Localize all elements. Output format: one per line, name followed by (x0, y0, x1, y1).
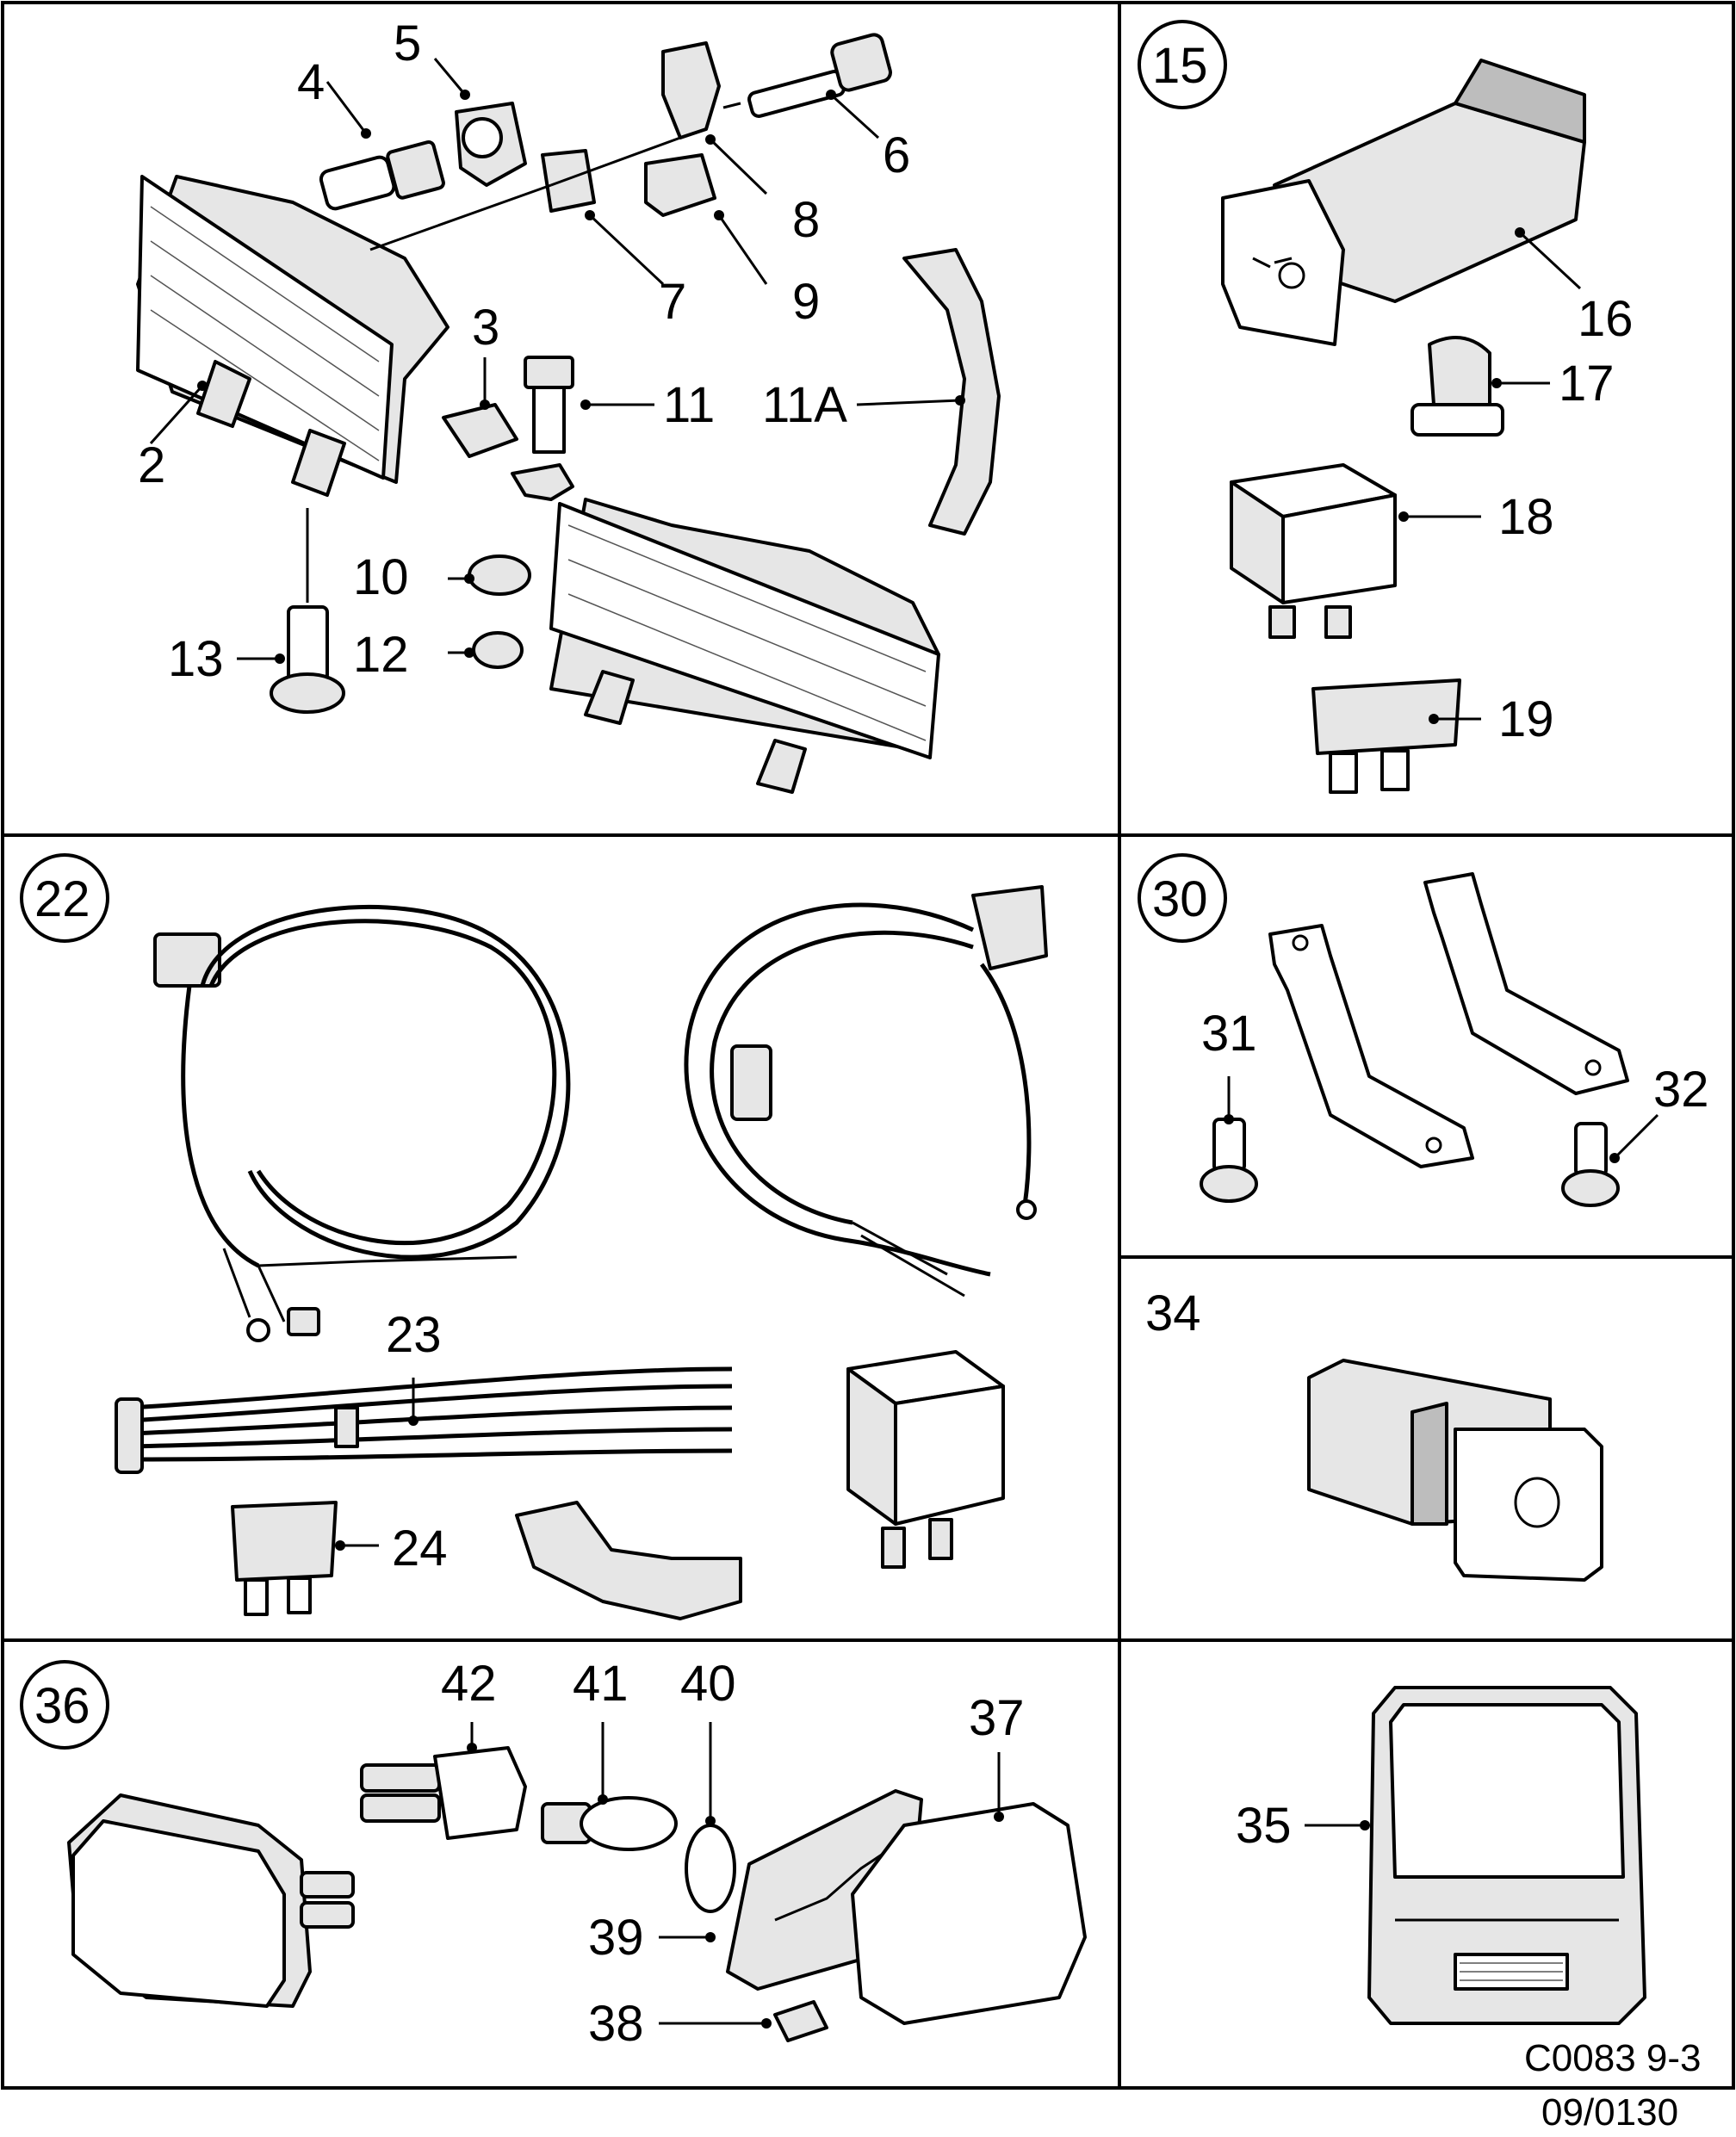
wedge-bulb (541, 1796, 678, 1851)
nut-clip (442, 403, 518, 458)
bracket-clip (661, 41, 721, 139)
lamp-bracket (511, 463, 574, 501)
callouts-headlamp: 2 3 4 5 6 7 8 9 10 11 11A 12 13 (138, 15, 910, 687)
leaders-wiring-kit (335, 1378, 418, 1551)
bulb-socket (360, 1746, 527, 1840)
callouts-bracket-kit: 31 32 (1201, 1006, 1709, 1118)
side-lamp-left (67, 1793, 355, 2008)
callout-13: 13 (168, 631, 224, 687)
callout-8: 8 (792, 192, 820, 248)
panel-side-lamp: 36 (20, 1656, 1087, 2052)
clip (541, 149, 596, 213)
wiring-harness-right (684, 885, 1048, 1298)
callout-34: 34 (1145, 1285, 1201, 1341)
fuse-blade (1311, 678, 1461, 794)
fog-lamp-left (136, 175, 450, 497)
relay (1230, 463, 1397, 639)
wiring-harness-left (153, 905, 571, 1342)
callout-4: 4 (297, 54, 325, 110)
callout-12: 12 (353, 627, 409, 683)
panel-switch-kit: 15 (1138, 20, 1634, 794)
grommet (468, 554, 531, 596)
panel-bracket-kit: 30 31 32 (1138, 853, 1709, 1207)
seal-ring (685, 1824, 736, 1913)
group-number-22: 22 (34, 871, 90, 927)
switch-cover (1367, 1686, 1646, 2025)
fog-light-switch (1221, 59, 1586, 346)
callout-7: 7 (659, 274, 686, 330)
lamp-clip (773, 2000, 828, 2042)
callout-11a: 11A (762, 377, 847, 433)
bracket-right (1423, 872, 1629, 1095)
cable-ties (115, 1366, 733, 1474)
date-code: 09/0130 (1541, 2091, 1678, 2133)
callout-16: 16 (1578, 291, 1634, 347)
fog-lamp-right (549, 498, 940, 794)
callout-5: 5 (394, 15, 421, 71)
callout-18: 18 (1498, 489, 1554, 545)
callout-19: 19 (1498, 691, 1554, 747)
drawing-code: C0083 9-3 (1524, 2037, 1701, 2079)
switch-bulb (1410, 336, 1504, 437)
callout-10: 10 (353, 549, 409, 605)
callout-31: 31 (1201, 1006, 1257, 1062)
callout-42: 42 (441, 1656, 497, 1712)
bracket-left (1268, 924, 1474, 1168)
screw-adjust (524, 356, 574, 454)
group-number-30: 30 (1152, 871, 1208, 927)
bulb-h3 (319, 140, 445, 211)
callouts-wiring-kit: 23 24 (386, 1307, 448, 1576)
bolt (270, 605, 345, 714)
callout-32: 32 (1653, 1062, 1709, 1118)
callouts-side-lamp: 37 38 39 40 41 42 (441, 1656, 1025, 2052)
panel-headlamp: 2 3 4 5 6 7 8 9 10 11 11A 12 13 (136, 15, 1001, 794)
callout-3: 3 (472, 300, 499, 356)
bolt-31 (1200, 1118, 1258, 1203)
callout-38: 38 (588, 1996, 644, 2052)
callout-9: 9 (792, 274, 820, 330)
group-number-15: 15 (1152, 38, 1208, 94)
leaders-bracket-kit (1224, 1076, 1659, 1163)
switch-blank (1307, 1359, 1603, 1582)
callout-41: 41 (573, 1656, 629, 1712)
relay-kit (846, 1350, 1005, 1569)
bolt-32 (1561, 1122, 1620, 1207)
adjuster-screw (747, 33, 892, 118)
callout-35: 35 (1236, 1798, 1292, 1854)
callout-39: 39 (588, 1910, 644, 1966)
callout-17: 17 (1559, 356, 1615, 412)
bulb-holder (455, 102, 527, 187)
callout-40: 40 (680, 1656, 736, 1712)
leaders-switch-kit (1398, 227, 1582, 724)
panel-cover: 35 (1236, 1686, 1646, 2025)
leaders-side-lamp (467, 1722, 1004, 2029)
splice-connector (515, 1501, 742, 1620)
callouts-switch-kit: 16 17 18 19 (1498, 291, 1634, 747)
callout-6: 6 (883, 127, 910, 183)
leaders-headlamp (149, 58, 965, 664)
callout-37: 37 (969, 1690, 1025, 1746)
grommet-small (472, 631, 524, 669)
callout-24: 24 (392, 1521, 448, 1576)
group-number-36: 36 (34, 1678, 90, 1734)
panel-wiring-kit: 22 (20, 853, 1048, 1620)
clip-small (644, 153, 716, 217)
side-lamp-lens (851, 1802, 1087, 2025)
lamp-harness (902, 248, 1001, 536)
fuse-blade-kit (231, 1501, 338, 1616)
panel-switch-single: 34 (1145, 1285, 1603, 1582)
callout-23: 23 (386, 1307, 442, 1363)
callout-11: 11 (663, 377, 715, 433)
panel-grid (1, 1, 1735, 2090)
callout-2: 2 (138, 437, 165, 493)
